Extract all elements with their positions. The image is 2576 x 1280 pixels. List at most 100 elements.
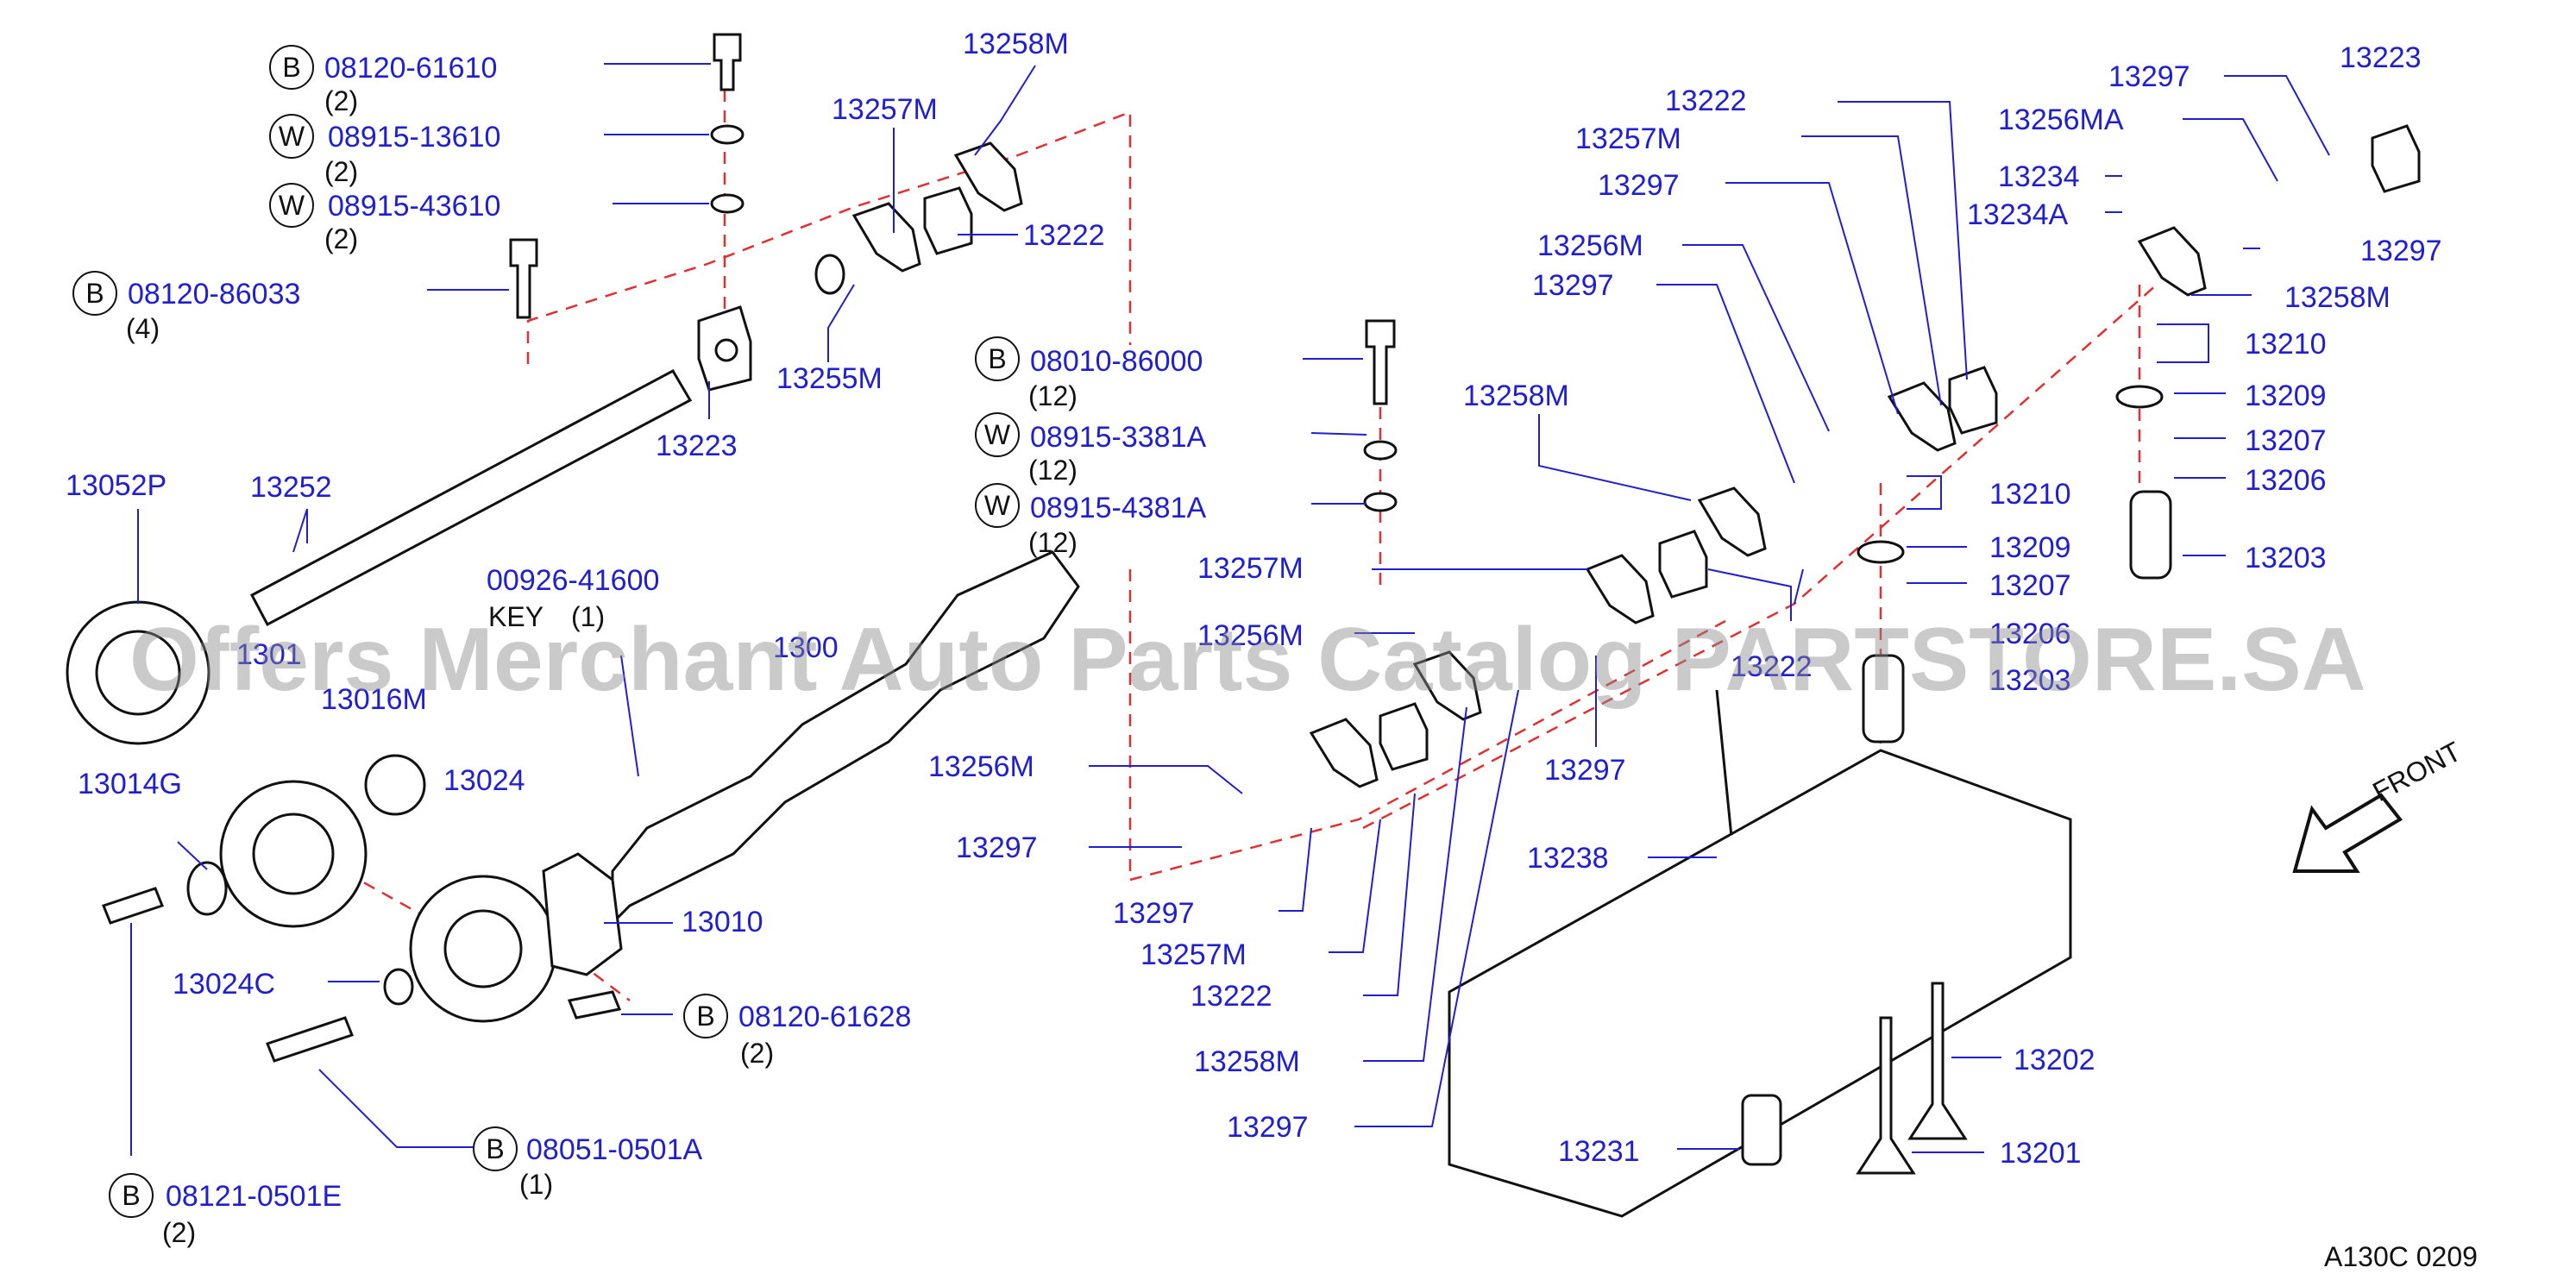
label-13258M-b: 13258M [1463,380,1569,412]
qty-key: (1) [571,601,605,632]
label-13207-m: 13207 [1989,569,2071,602]
qty-08121-0501E: (2) [162,1217,196,1248]
label-13209-m: 13209 [1989,531,2071,564]
label-13297-r1: 13297 [2108,60,2190,93]
rocker-shaft-13252-shape [249,368,693,627]
label-08051-0501A: 08051-0501A [526,1133,703,1166]
callout-letter: W [279,190,305,221]
rocker-13258M-a-shape [953,141,1023,212]
label-08120-61610: 08120-61610 [324,52,497,85]
label-13202: 13202 [2014,1044,2095,1076]
label-13210-m: 13210 [1989,478,2071,511]
rocker-13258M-b-shape [1697,486,1767,557]
label-13010: 13010 [682,906,763,938]
label-13203-r: 13203 [2245,542,2327,574]
label-13222-mid: 13222 [1731,650,1813,683]
qty-08120-61628: (2) [740,1038,774,1069]
label-08915-43610: 08915-43610 [328,190,500,223]
spring-13203-m-shape [1862,654,1905,744]
label-13016M: 13016M [321,683,427,716]
label-13222-top: 13222 [1665,85,1747,117]
callout-circle-b-1 [269,45,314,90]
label-08120-61628: 08120-61628 [738,1001,911,1033]
label-08915-3381A: 08915-3381A [1030,421,1207,454]
label-08120-86033: 08120-86033 [128,278,300,311]
cylinder-head-shape [1448,749,2072,1218]
label-13255M: 13255M [776,362,883,395]
label-13231: 13231 [1558,1135,1640,1168]
qty-08915-43610: (2) [324,223,358,254]
valve-13201-shape [1856,1016,1916,1175]
label-13210-r: 13210 [2245,328,2327,361]
rocker-13257M-c-shape [1309,718,1379,788]
rocker-13258M-r-shape [2137,226,2207,297]
label-13206-m: 13206 [1989,618,2071,650]
label-13024C: 13024C [173,968,275,1001]
label-13222-c: 13222 [1191,980,1272,1013]
bracket-13223-r-shape [2371,124,2421,193]
plate-shape [186,861,228,916]
qty-08010-86000: (12) [1028,380,1078,411]
front-label: FRONT [2367,736,2466,808]
camshaft-shape [611,550,1080,926]
rocker-13257M-b-shape [1585,554,1655,624]
label-13014G: 13014G [78,768,182,800]
label-13223-r: 13223 [2340,41,2422,74]
callout-circle-w-2 [269,183,314,228]
qty-08915-4381A: (12) [1028,527,1078,558]
leader-lines [130,63,2330,1156]
label-08010-86000: 08010-86000 [1030,345,1203,378]
label-13258M-r: 13258M [2284,281,2391,314]
callout-circle-b-3 [683,994,728,1038]
qty-08915-3381A: (12) [1028,455,1078,486]
bracket-13222-c-shape [1379,702,1429,771]
callout-circle-b-4 [975,336,1020,381]
washer-43610-shape [710,193,745,214]
thrust-13016M-shape [364,754,426,816]
rocker-13258M-c-shape [1412,650,1482,721]
label-13234A: 13234A [1967,198,2069,231]
label-13256M-top: 13256M [1537,229,1643,262]
part-labels: 08120-61610 (2) 08915-13610 (2) 08915-43… [66,28,2442,1248]
label-13207-r: 13207 [2245,424,2327,457]
label-13052P: 13052P [66,469,166,502]
spacer-13024C-shape [383,968,414,1006]
callout-letter: W [984,490,1011,521]
label-13258M-a: 13258M [963,28,1069,60]
bolt-08121-shape [102,887,164,925]
plate-13010-shape [542,852,623,976]
callout-letter: B [696,1001,714,1032]
callout-letter: W [984,419,1011,450]
callout-letter: B [988,343,1006,374]
bracket-13222-mid-shape [1658,530,1708,599]
label-13297-l1: 13297 [956,831,1038,864]
bolt-08120-61628-shape [567,990,622,1020]
label-08121-0501E: 08121-0501E [166,1180,342,1213]
washer-13610-shape [710,124,745,145]
callout-letter: B [85,278,104,309]
bracket-13222-top-shape [1948,366,1998,435]
callout-circle-b-2 [72,271,117,316]
qty-08120-86033: (4) [126,313,160,344]
label-13297-r2: 13297 [2360,235,2442,267]
callout-letter: B [122,1180,140,1211]
rocker-13257M-a-shape [851,202,921,273]
front-arrow-icon [2292,793,2403,873]
label-key: KEY [488,601,543,632]
qty-08915-13610: (2) [324,156,358,187]
label-13222-a: 13222 [1023,219,1105,252]
callout-circle-b-6 [109,1173,154,1218]
label-1301-partial: 1301 [236,638,302,671]
callout-letter: W [279,121,305,152]
label-13297-top2: 13297 [1532,269,1614,302]
label-13258M-c: 13258M [1194,1045,1300,1078]
callout-circle-w-1 [269,114,314,159]
callout-circle-w-4 [975,483,1020,528]
label-13252: 13252 [250,471,332,504]
valve-13202-shape [1907,982,1968,1140]
label-13256MA: 13256MA [1998,104,2124,136]
bolt-08010-86000-shape [1365,319,1396,405]
label-13257M-b: 13257M [1197,552,1304,585]
qty-08051-0501A: (1) [519,1169,553,1200]
